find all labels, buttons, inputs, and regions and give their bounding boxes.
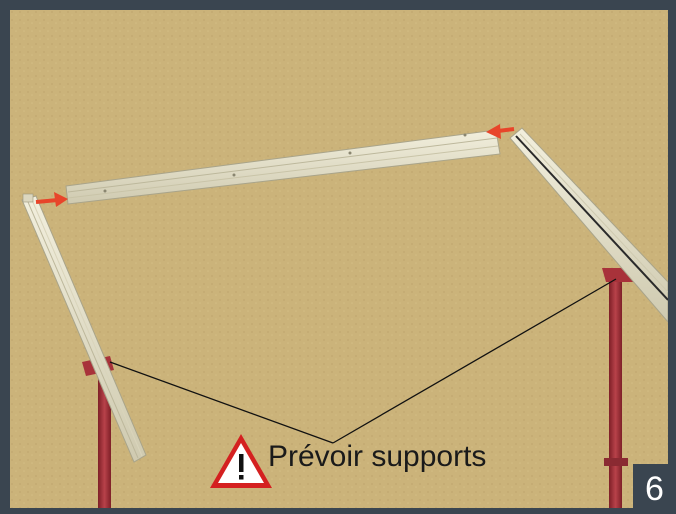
step-number-badge: 6 — [633, 464, 676, 514]
illustration-panel — [10, 10, 668, 508]
instruction-caption: Prévoir supports — [268, 437, 486, 477]
assembly-illustration — [10, 10, 668, 508]
